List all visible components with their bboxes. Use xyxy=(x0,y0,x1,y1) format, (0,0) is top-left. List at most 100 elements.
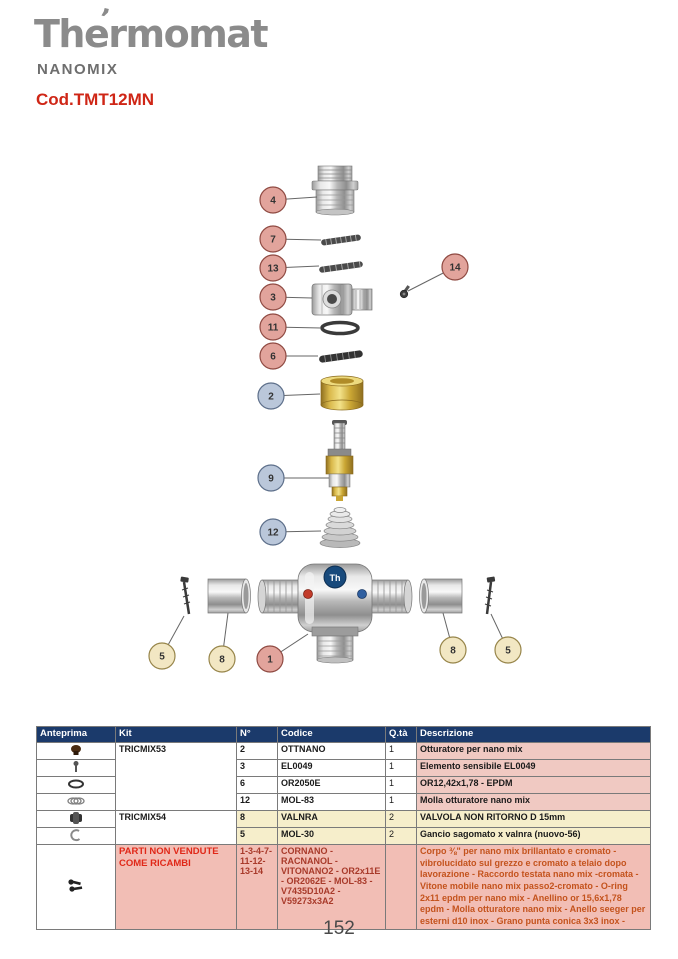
table-row: 6 OR2050E 1 OR12,42x1,78 - EPDM xyxy=(36,776,651,794)
cell-descrizione: Elemento sensibile EL0049 xyxy=(416,759,651,777)
cell-numero: 8 xyxy=(236,810,278,828)
cell-numero: 1-3-4-7-11-12-13-14 xyxy=(236,844,278,930)
svg-text:11: 11 xyxy=(268,323,279,334)
col-header-numero: N° xyxy=(236,726,278,743)
preview-cell xyxy=(36,742,116,760)
preview-cell xyxy=(36,759,116,777)
spring-icon xyxy=(67,797,85,805)
callout-balloon-7: 7 xyxy=(259,225,287,253)
body-logo-text: Th xyxy=(330,573,341,583)
product-line-label: NANOMIX xyxy=(37,61,119,78)
callout-balloon-11: 11 xyxy=(259,313,287,341)
cell-descrizione: Molla otturatore nano mix xyxy=(416,793,651,811)
part-sleeve-left xyxy=(207,578,251,614)
callout-balloon-3: 3 xyxy=(259,283,287,311)
callout-balloon-2: 2 xyxy=(257,382,285,410)
svg-text:4: 4 xyxy=(270,196,276,207)
callout-balloon-5: 5 xyxy=(148,642,176,670)
cell-qta: 2 xyxy=(385,810,417,828)
col-header-descrizione: Descrizione xyxy=(416,726,651,743)
svg-text:5: 5 xyxy=(505,646,511,657)
parts-table: Anteprima Kit N° Codice Q.tà Descrizione… xyxy=(36,726,651,930)
cell-descrizione: Gancio sagomato x valnra (nuovo-56) xyxy=(416,827,651,845)
cell-qta: 1 xyxy=(385,793,417,811)
svg-text:6: 6 xyxy=(270,352,276,363)
svg-text:13: 13 xyxy=(267,264,279,275)
brand-logo: Thermomat xyxy=(34,12,269,56)
hook-icon xyxy=(70,829,81,842)
col-header-codice: Codice xyxy=(277,726,386,743)
sensor-icon xyxy=(73,761,79,772)
part-spring-6 xyxy=(319,350,363,363)
cell-codice: EL0049 xyxy=(277,759,386,777)
cell-codice: MOL-83 xyxy=(277,793,386,811)
part-sleeve-right xyxy=(419,578,463,614)
callout-balloon-12: 12 xyxy=(259,518,287,546)
part-spring-13 xyxy=(319,261,363,273)
callout-balloon-5: 5 xyxy=(494,636,522,664)
svg-text:9: 9 xyxy=(268,474,274,485)
part-oring xyxy=(320,320,360,336)
oring-icon xyxy=(68,779,84,789)
cell-qta: 2 xyxy=(385,827,417,845)
preview-cell xyxy=(36,844,116,930)
exploded-diagram: Th xyxy=(148,165,522,673)
cell-descrizione: OR12,42x1,78 - EPDM xyxy=(416,776,651,794)
table-row: 12 MOL-83 1 Molla otturatore nano mix xyxy=(36,793,651,811)
screws-icon xyxy=(68,879,83,892)
cell-descrizione: Corpo ⅜" per nano mix brillantato e crom… xyxy=(416,844,651,930)
cell-qta xyxy=(385,844,417,930)
callout-balloon-4: 4 xyxy=(259,186,287,214)
part-cartridge xyxy=(325,420,354,501)
preview-cell xyxy=(36,810,116,828)
cell-numero: 3 xyxy=(236,759,278,777)
svg-text:3: 3 xyxy=(270,293,276,304)
part-screw-14 xyxy=(399,285,410,299)
col-header-anteprima: Anteprima xyxy=(36,726,116,743)
table-row: PARTI NON VENDUTE COME RICAMBI 1-3-4-7-1… xyxy=(36,844,651,930)
cell-numero: 5 xyxy=(236,827,278,845)
product-code: Cod.TMT12MN xyxy=(36,90,155,109)
part-spring-7 xyxy=(321,234,361,246)
callout-balloon-8: 8 xyxy=(439,636,467,664)
part-valve-body: Th xyxy=(257,563,413,664)
table-header-row: Anteprima Kit N° Codice Q.tà Descrizione xyxy=(36,726,651,743)
callout-balloon-1: 1 xyxy=(256,645,284,673)
cell-codice: VALNRA xyxy=(277,810,386,828)
cell-descrizione: VALVOLA NON RITORNO D 15mm xyxy=(416,810,651,828)
cell-qta: 1 xyxy=(385,742,417,760)
cell-qta: 1 xyxy=(385,759,417,777)
cell-codice: OR2050E xyxy=(277,776,386,794)
col-header-kit: Kit xyxy=(115,726,237,743)
callout-balloon-13: 13 xyxy=(259,254,287,282)
cell-codice: OTTNANO xyxy=(277,742,386,760)
part-brass-ring xyxy=(320,375,364,411)
svg-text:14: 14 xyxy=(449,263,461,274)
col-header-qta: Q.tà xyxy=(385,726,417,743)
table-row: TRICMIX53 2 OTTNANO 1 Otturatore per nan… xyxy=(36,742,651,811)
svg-text:7: 7 xyxy=(270,235,276,246)
part-hex-fitting xyxy=(311,283,373,316)
kit-label-not-sold: PARTI NON VENDUTE COME RICAMBI xyxy=(115,844,237,930)
svg-text:8: 8 xyxy=(450,646,456,657)
table-row: 5 MOL-30 2 Gancio sagomato x valnra (nuo… xyxy=(36,827,651,845)
cell-numero: 2 xyxy=(236,742,278,760)
svg-text:12: 12 xyxy=(267,528,279,539)
kit-label: TRICMIX53 xyxy=(115,742,237,811)
kit-label: TRICMIX54 xyxy=(115,810,237,845)
table-row: TRICMIX54 8 VALNRA 2 VALVOLA NON RITORNO… xyxy=(36,810,651,845)
preview-cell xyxy=(36,793,116,811)
callout-balloon-14: 14 xyxy=(441,253,469,281)
callout-balloon-9: 9 xyxy=(257,464,285,492)
part-bellows xyxy=(319,507,361,548)
preview-cell xyxy=(36,827,116,845)
cell-qta: 1 xyxy=(385,776,417,794)
part-top-cap xyxy=(311,165,359,216)
page-number: 152 xyxy=(323,918,355,939)
cell-codice: MOL-30 xyxy=(277,827,386,845)
svg-text:2: 2 xyxy=(268,392,274,403)
part-screw-left xyxy=(180,576,191,615)
cell-numero: 12 xyxy=(236,793,278,811)
